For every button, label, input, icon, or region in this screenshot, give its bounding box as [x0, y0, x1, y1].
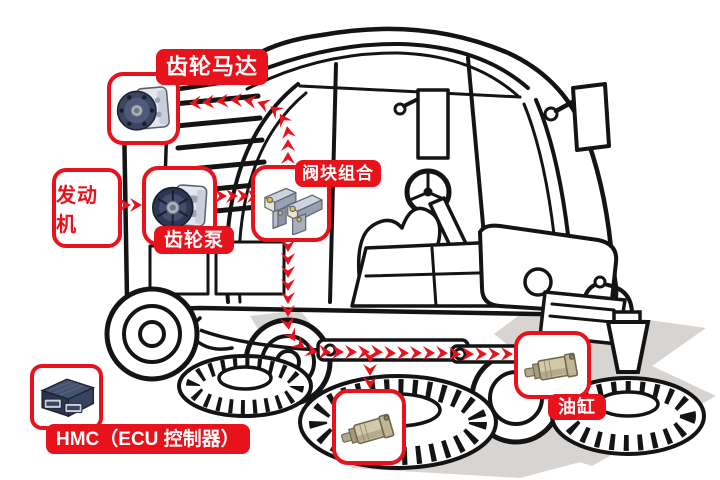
- hmc-ecu-label-text: HMC（ECU 控制器）: [56, 428, 240, 450]
- callout-gear-motor: [107, 72, 180, 145]
- callout-mid-cylinder: [332, 389, 406, 465]
- label-hmc-ecu: HMC（ECU 控制器）: [46, 424, 250, 454]
- callout-oil-cylinder: [514, 331, 591, 399]
- callout-engine: 发动机: [52, 168, 122, 248]
- valve-block-label-text: 阀块组合: [302, 164, 374, 183]
- oil-cylinder-label-text: 油缸: [558, 397, 596, 417]
- gear-pump-label-text: 齿轮泵: [164, 229, 225, 251]
- gear-motor-image: [116, 85, 170, 131]
- label-gear-motor: 齿轮马达: [156, 49, 269, 85]
- route-valve-to-oil-cylinder: [280, 240, 513, 361]
- label-oil-cylinder: 油缸: [548, 394, 606, 420]
- label-valve-block: 阀块组合: [295, 160, 381, 187]
- oil-cylinder-image: [523, 352, 578, 381]
- valve-block-image: [264, 187, 323, 235]
- gear-motor-label-text: 齿轮马达: [166, 54, 259, 79]
- body-light: [523, 267, 553, 297]
- callout-valve-block: [251, 165, 331, 242]
- callout-hmc-ecu: [30, 364, 103, 430]
- hydraulic-cylinder-image: [341, 413, 395, 445]
- engine-label-text: 发动机: [56, 185, 98, 236]
- right-mirror: [543, 82, 611, 152]
- label-gear-pump: 齿轮泵: [154, 226, 235, 254]
- ecu-controller-image: [39, 378, 95, 418]
- inner-mirror: [393, 88, 450, 160]
- route-valve-to-gear-motor: [189, 93, 296, 164]
